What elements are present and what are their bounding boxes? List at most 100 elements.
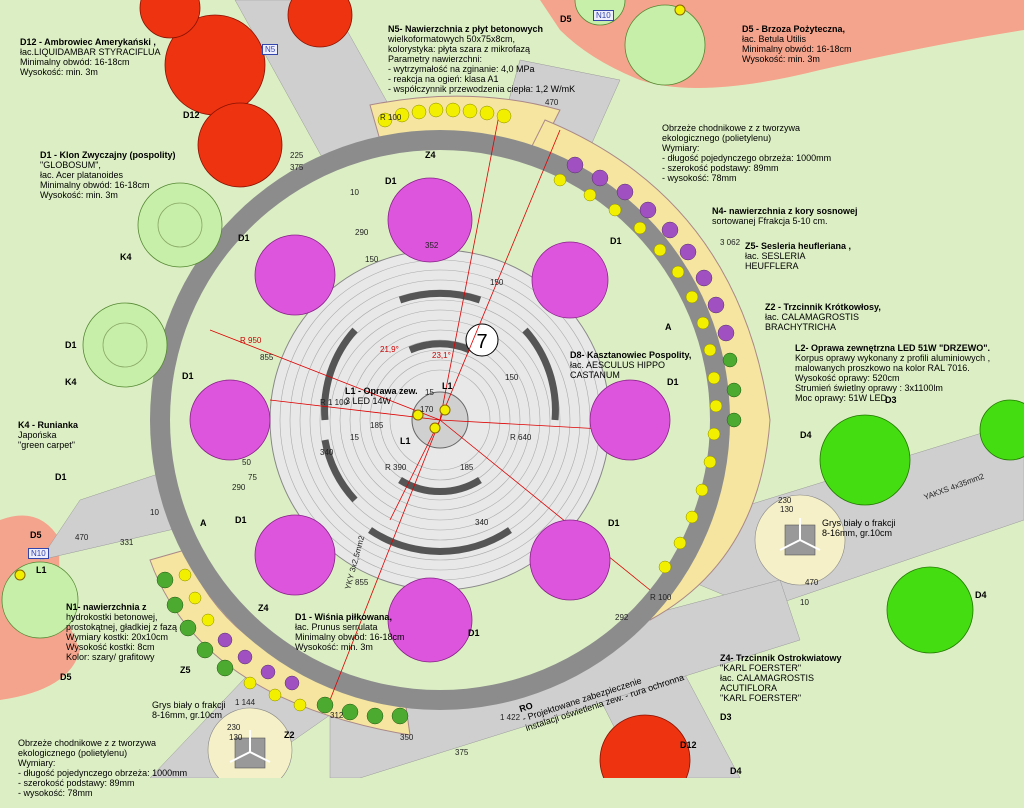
label-d12-body: łac.LIQUIDAMBAR STYRACIFLUA Minimalny ob… <box>20 47 161 77</box>
dim-130-a: 130 <box>780 505 794 514</box>
label-n5-body: wielkoformatowych 50x75x8cm, kolorystyka… <box>388 34 576 94</box>
dim-185-a: 185 <box>370 421 384 430</box>
tag-d4-a: D4 <box>800 430 812 440</box>
sector-number-circle <box>465 323 499 357</box>
dim-855-a: 855 <box>260 353 274 362</box>
tag-d1-i: D1 <box>608 518 620 528</box>
dim-r640: R 640 <box>510 433 532 442</box>
dim-312: 312 <box>330 711 344 720</box>
label-gravel-left-body: Grys biały o frakcji 8-16mm, gr.10cm <box>152 700 226 720</box>
dim-230-b: 230 <box>227 723 241 732</box>
maple-trees-red <box>139 0 691 778</box>
label-d1-cherry: D1 - Wiśnia piłkowana, łac. Prunus serru… <box>295 602 405 662</box>
label-d5-birch: D5 - Brzoza Pożyteczna, łac. Betula Util… <box>742 14 852 74</box>
dim-150-b: 150 <box>490 278 504 287</box>
label-n1-body: hydrokostki betonowej, prostokątnej, gła… <box>66 612 178 662</box>
angle-1: 21,9° <box>380 345 399 354</box>
label-z4-title: Z4- Trzcinnik Ostrokwiatowy <box>720 653 842 663</box>
tag-d5-b: D5 <box>30 530 42 540</box>
gravel-circle-left <box>207 707 293 778</box>
dim-375-a: 375 <box>290 163 304 172</box>
label-edging-bottom: Obrzeże chodnikowe z z tworzywa ekologic… <box>18 728 187 808</box>
cherry-trees <box>189 177 671 663</box>
dim-10-a: 10 <box>150 508 159 517</box>
label-d12-title: D12 - Ambrowiec Amerykański , <box>20 37 156 47</box>
dim-340-a: 340 <box>320 448 334 457</box>
dim-r390: R 390 <box>385 463 407 472</box>
tag-d3-a: D3 <box>885 395 897 405</box>
tag-l1-a: L1 <box>400 436 411 446</box>
label-edging-top-body: Obrzeże chodnikowe z z tworzywa ekologic… <box>662 123 832 183</box>
dim-230-a: 230 <box>778 496 792 505</box>
dim-15-b: 15 <box>350 433 359 442</box>
dim-470-c: 470 <box>545 98 559 107</box>
tag-z4-b: Z4 <box>258 603 269 613</box>
dim-75: 75 <box>248 473 257 482</box>
label-z2-calamagrostis: Z2 - Trzcinnik Krótkowłosy, łac. CALAMAG… <box>765 292 881 342</box>
label-l2-light: L2- Oprawa zewnętrzna LED 51W "DRZEWO". … <box>795 333 990 413</box>
label-n4-body: sortowanej Ffrakcja 5-10 cm. <box>712 216 828 226</box>
dim-290-a: 290 <box>355 228 369 237</box>
tag-d3-b: D3 <box>720 712 732 722</box>
label-gravel-right-body: Grys biały o frakcji 8-16mm, gr.10cm <box>822 518 896 538</box>
label-n1-title: N1- nawierzchnia z <box>66 602 147 612</box>
tag-d12-b: D12 <box>680 740 697 750</box>
label-d12-liquidambar: D12 - Ambrowiec Amerykański , łac.LIQUID… <box>20 27 161 87</box>
dim-150-c: 150 <box>505 373 519 382</box>
tag-n10-box-b: N10 <box>28 548 49 559</box>
tag-d5-c: D5 <box>60 672 72 682</box>
dim-470-a: 470 <box>75 533 89 542</box>
tag-d1-g: D1 <box>55 472 67 482</box>
tag-z2-a: Z2 <box>284 730 295 740</box>
label-d8-chestnut: D8- Kasztanowiec Pospolity, łac. AESCULU… <box>570 340 691 390</box>
dim-352: 352 <box>425 241 439 250</box>
label-n5-paving: N5- Nawierzchnia z płyt betonowych wielk… <box>388 14 575 104</box>
label-d1-maple-title: D1 - Klon Zwyczajny (pospolity) <box>40 150 176 160</box>
label-z4-karl-foerster: Z4- Trzcinnik Ostrokwiatowy "KARL FOERST… <box>720 643 842 713</box>
label-l1-title: L1 - Oprawa zew. <box>345 386 418 396</box>
dim-1144: 1 144 <box>235 698 256 707</box>
label-edging-bottom-body: Obrzeże chodnikowe z z tworzywa ekologic… <box>18 738 188 798</box>
dim-225: 225 <box>290 151 304 160</box>
dim-290-b: 290 <box>232 483 246 492</box>
tag-n10-box-a: N10 <box>593 10 614 21</box>
tag-d1-b: D1 <box>238 233 250 243</box>
label-d8-title: D8- Kasztanowiec Pospolity, <box>570 350 692 360</box>
dim-10-b: 10 <box>350 188 359 197</box>
label-d1-maple-body: "GLOBOSUM", łac. Acer platanoides Minima… <box>40 160 150 200</box>
label-k4-title: K4 - Runianka <box>18 420 79 430</box>
tag-z5-a: Z5 <box>180 665 191 675</box>
bench-arcs <box>321 290 559 555</box>
label-z5-title: Z5- Sesleria heufleriana , <box>745 241 852 251</box>
lamp-markers <box>14 4 686 581</box>
tag-a-left: A <box>200 518 207 528</box>
label-k4-pachysandra: K4 - Runianka Japońska "green carpet" <box>18 410 78 460</box>
site-plan-drawing: 7 <box>0 0 1024 778</box>
label-n5-title: N5- Nawierzchnia z płyt betonowych <box>388 24 544 34</box>
gravel-circle-right <box>754 494 846 586</box>
label-k4-body: Japońska "green carpet" <box>18 430 75 450</box>
tag-n5-box: N5 <box>262 44 279 55</box>
tag-d5-a: D5 <box>560 14 572 24</box>
dim-50: 50 <box>242 458 251 467</box>
sector-number: 7 <box>476 331 487 353</box>
grass-planting-right-arc <box>553 156 742 574</box>
label-d1-maple: D1 - Klon Zwyczajny (pospolity) "GLOBOSU… <box>40 140 176 210</box>
label-edging-top: Obrzeże chodnikowe z z tworzywa ekologic… <box>662 113 831 193</box>
label-z5-body: łac. SESLERIA HEUFFLERA <box>745 251 806 271</box>
dim-340-b: 340 <box>475 518 489 527</box>
label-z2-body: łac. CALAMAGROSTIS BRACHYTRICHA <box>765 312 860 332</box>
dim-185-b: 185 <box>460 463 474 472</box>
angle-2: 23,1° <box>432 351 451 360</box>
grass-planting-left-arc <box>156 568 409 725</box>
tag-l1-b: L1 <box>442 381 453 391</box>
tag-d4-c: D4 <box>730 766 742 776</box>
dim-375-b: 375 <box>455 748 469 757</box>
dim-150-a: 150 <box>365 255 379 264</box>
label-n1-cobble: N1- nawierzchnia z hydrokostki betonowej… <box>66 592 177 672</box>
tag-l1-c: L1 <box>36 565 47 575</box>
dim-350: 350 <box>400 733 414 742</box>
label-l1-body: 3 LED 14W <box>345 396 392 406</box>
dim-3062: 3 062 <box>720 238 741 247</box>
dimension-lines <box>209 109 651 701</box>
